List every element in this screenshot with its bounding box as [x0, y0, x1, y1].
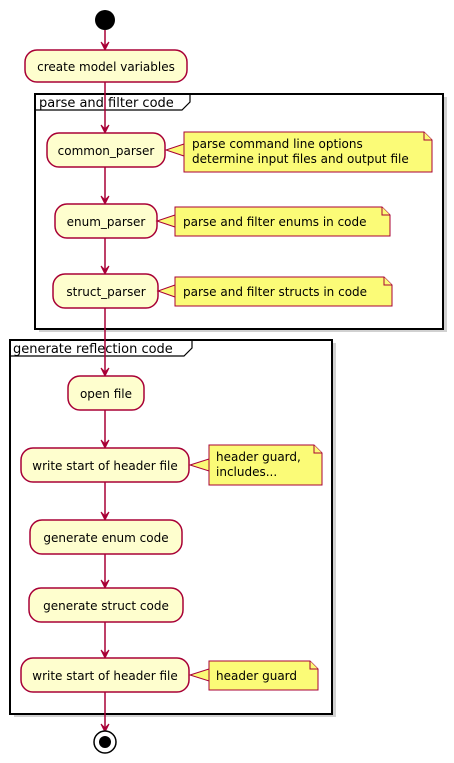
- edges: [100, 30, 110, 734]
- activity-write-start-header-1: write start of header file: [20, 447, 190, 483]
- svg-text:determine input files and outp: determine input files and output file: [192, 152, 409, 166]
- activity-enum-parser: enum_parser: [54, 203, 158, 239]
- svg-text:struct_parser: struct_parser: [66, 285, 145, 299]
- svg-text:includes...: includes...: [216, 465, 277, 479]
- svg-text:parse command line options: parse command line options: [192, 137, 363, 151]
- svg-text:create model variables: create model variables: [37, 60, 175, 74]
- activity-write-start-header-2: write start of header file: [20, 657, 190, 693]
- activity-open-file: open file: [67, 375, 145, 411]
- svg-text:write start of header file: write start of header file: [32, 459, 178, 473]
- activity-struct-parser: struct_parser: [52, 273, 159, 309]
- note-header-guard: header guard: [188, 660, 319, 691]
- svg-text:header guard,: header guard,: [216, 450, 301, 464]
- svg-text:header guard: header guard: [216, 669, 297, 683]
- group-title-generate: generate reflection code: [13, 342, 173, 357]
- svg-text:parse and filter structs in co: parse and filter structs in code: [183, 285, 367, 299]
- activity-generate-enum-code: generate enum code: [29, 519, 183, 555]
- svg-text:enum_parser: enum_parser: [67, 215, 146, 229]
- end-node: [93, 730, 117, 754]
- svg-text:write start of header file: write start of header file: [32, 669, 178, 683]
- group-title-parse: parse and filter code: [39, 96, 174, 111]
- note-command-line: parse command line options determine inp…: [164, 131, 433, 173]
- activity-common-parser: common_parser: [46, 132, 166, 168]
- start-node: [95, 10, 115, 30]
- activity-create-model-variables: create model variables: [24, 49, 188, 83]
- svg-text:open file: open file: [80, 387, 132, 401]
- note-header-guard-includes: header guard, includes...: [188, 444, 323, 486]
- svg-text:parse and filter enums in code: parse and filter enums in code: [183, 215, 367, 229]
- activity-generate-struct-code: generate struct code: [28, 587, 184, 623]
- note-structs: parse and filter structs in code: [156, 276, 393, 307]
- svg-text:common_parser: common_parser: [58, 144, 155, 158]
- note-enums: parse and filter enums in code: [155, 206, 391, 237]
- svg-text:generate struct code: generate struct code: [43, 599, 169, 613]
- svg-text:generate enum code: generate enum code: [43, 531, 168, 545]
